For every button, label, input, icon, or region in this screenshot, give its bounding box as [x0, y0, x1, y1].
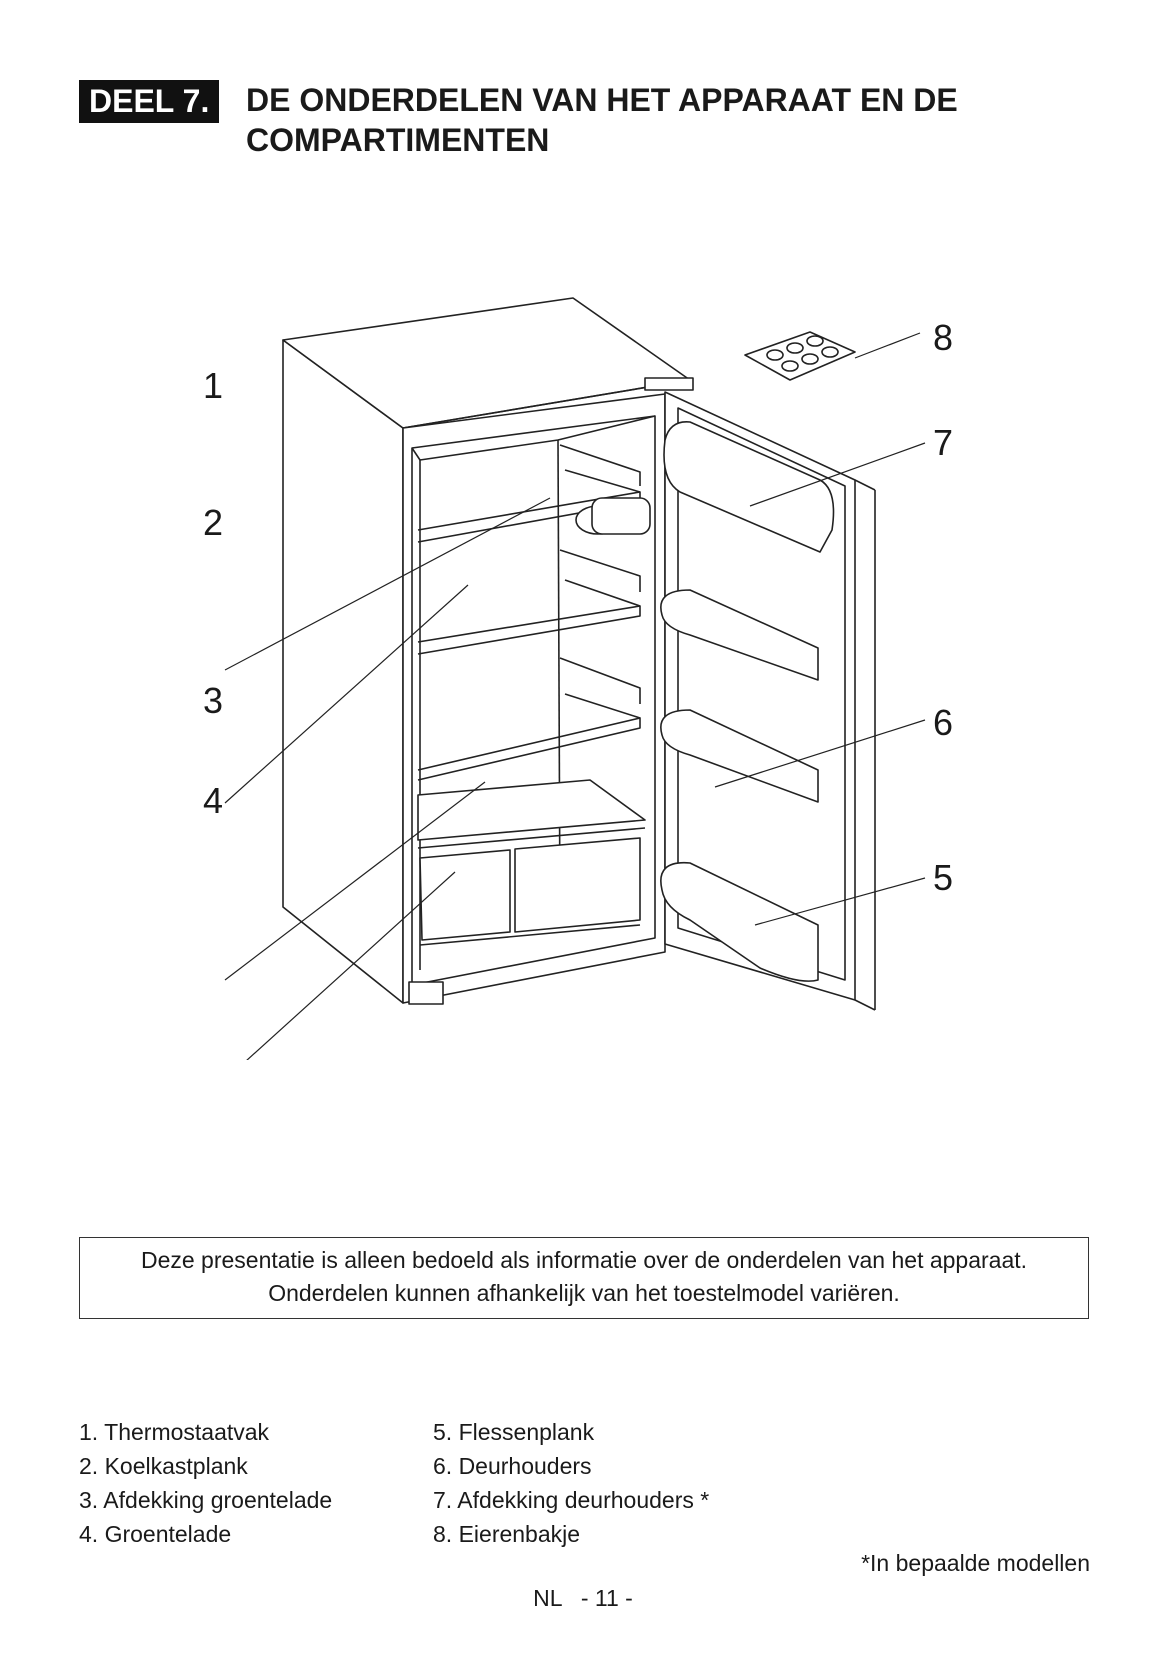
legend-item: 8. Eierenbakje [433, 1521, 581, 1547]
callout-1: 1 [203, 365, 224, 406]
legend-left: 1. Thermostaatvak 2. Koelkastplank 3. Af… [79, 1415, 332, 1551]
fridge-illustration [224, 297, 926, 1081]
crisper-cover [417, 779, 646, 841]
title-line-2: COMPARTIMENTEN [246, 122, 550, 158]
shelf-3 [417, 693, 641, 781]
bottle-shelf [660, 861, 819, 982]
legend-item: 7. Afdekking deurhouders * [433, 1487, 710, 1513]
disclaimer-line-2: Onderdelen kunnen afhankelijk van het to… [268, 1280, 900, 1306]
title-line-1: DE ONDERDELEN VAN HET APPARAAT EN DE [246, 82, 958, 118]
callout-3: 3 [203, 680, 224, 721]
legend-item: 2. Koelkastplank [79, 1453, 248, 1479]
footnote: *In bepaalde modellen [861, 1550, 1090, 1576]
page-number: NL - 11 - [533, 1585, 633, 1611]
callout-6: 6 [933, 702, 954, 743]
legend-item: 3. Afdekking groentelade [79, 1487, 333, 1513]
section-badge: DEEL 7. [79, 80, 220, 123]
legend-item: 1. Thermostaatvak [79, 1419, 270, 1445]
cabinet-side [282, 339, 404, 1004]
shelf-2 [417, 579, 641, 655]
callout-5: 5 [933, 857, 954, 898]
door-shelf-cover [663, 421, 835, 553]
egg-tray [744, 331, 856, 381]
callout-2: 2 [203, 502, 224, 543]
legend-item: 4. Groentelade [79, 1521, 232, 1547]
door-bin-upper [660, 589, 819, 681]
callout-8: 8 [933, 317, 954, 358]
legend-item: 5. Flessenplank [433, 1419, 595, 1445]
shelf-1 [417, 469, 641, 543]
disclaimer-box: Deze presentatie is alleen bedoeld als i… [79, 1237, 1089, 1319]
disclaimer-line-1: Deze presentatie is alleen bedoeld als i… [140, 1247, 1028, 1273]
legend-item: 6. Deurhouders [433, 1453, 592, 1479]
callout-7: 7 [933, 422, 954, 463]
door-bin-middle [660, 709, 819, 803]
legend-right: 5. Flessenplank 6. Deurhouders 7. Afdekk… [433, 1415, 709, 1551]
page-title: DE ONDERDELEN VAN HET APPARAAT EN DE COM… [246, 80, 1086, 160]
leader-lines [224, 332, 926, 1081]
crisper-drawers [419, 837, 641, 946]
fridge-diagram: 1 2 3 4 5 6 7 8 [0, 280, 1166, 1081]
callout-4: 4 [203, 780, 224, 821]
